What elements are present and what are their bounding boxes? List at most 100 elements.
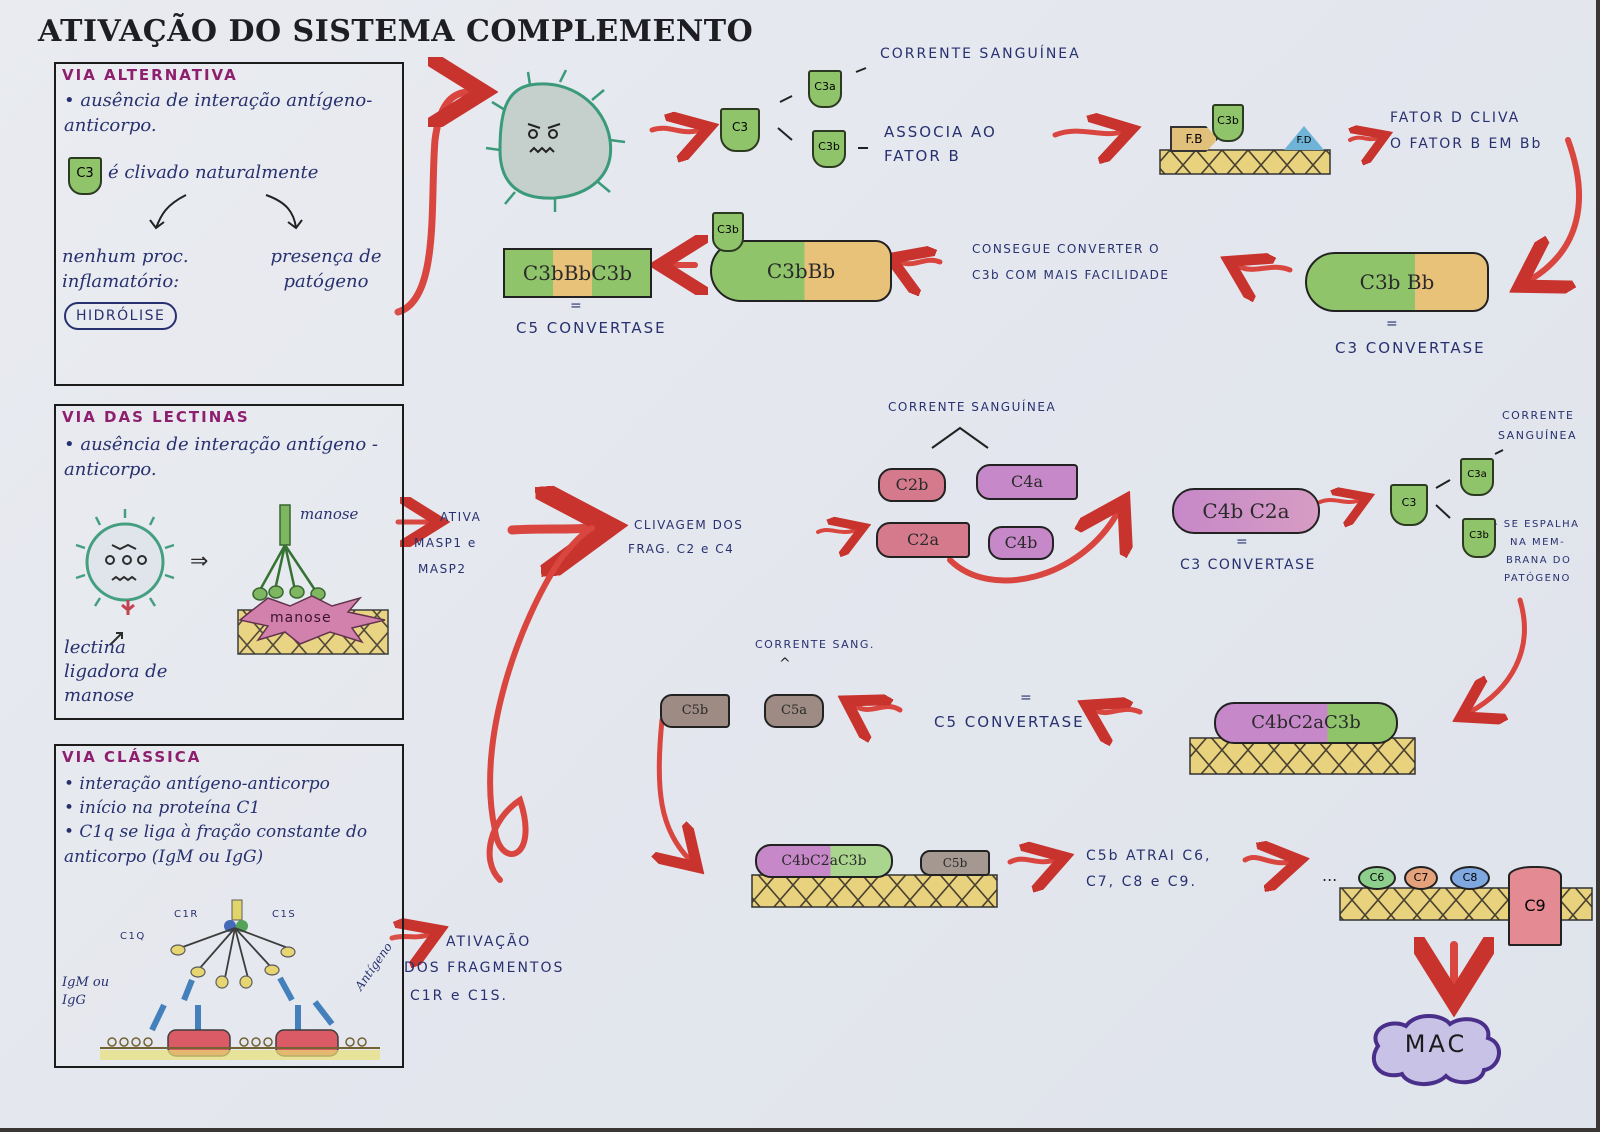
membrane-c5b [751, 874, 998, 908]
manose-membrane-label: manose [270, 610, 332, 626]
c6-protein: C6 [1358, 866, 1396, 890]
c4a-protein: C4a [976, 464, 1078, 500]
factor-b-protein: F.B [1170, 126, 1218, 152]
c8-protein: C8 [1450, 866, 1490, 890]
igm-igg-label: IgM ou IgG [62, 975, 110, 1008]
associa-label-1: ASSOCIA AO [884, 123, 997, 141]
pathogen-drawing [485, 69, 626, 212]
up-arrow-icon: ^ [779, 656, 791, 672]
c3a-protein: C3a [808, 70, 842, 108]
fator-d-label-2: O FATOR B EM Bb [1390, 136, 1543, 152]
manose-label: manose [300, 505, 359, 523]
membrane-alt [1159, 149, 1331, 175]
equals-sign: = [1386, 316, 1400, 332]
espalha-2: NA MEM- [1510, 537, 1566, 548]
c4bc2a-complex: C4b C2a [1172, 488, 1320, 534]
atrai-label-2: C7, C8 e C9. [1086, 874, 1197, 890]
espalha-4: PATÓGENO [1504, 573, 1571, 584]
mannose-binding-lectin-drawing [238, 504, 386, 645]
membrane-c5conv [1189, 737, 1416, 775]
c9-pore: C9 [1508, 866, 1562, 946]
classical-bullet-1: • interação antígeno-anticorpo [64, 774, 330, 794]
classical-pathway-box: VIA CLÁSSICA • interação antígeno-antico… [54, 744, 404, 1068]
equals-sign-c5: = [1020, 690, 1034, 706]
hidrolise-badge: HIDRÓLISE [64, 302, 178, 330]
page-title: ATIVAÇÃO DO SISTEMA COMPLEMENTO [38, 14, 754, 49]
arrow-alt-to-pathogen [394, 92, 470, 316]
arrow-consegue-left [900, 260, 943, 263]
c2b-protein: C2b [878, 468, 946, 502]
arrow-c2a-c4b-join [947, 512, 1118, 584]
antigeno-label: Antígeno [352, 939, 395, 993]
c2a-protein: C2a [876, 522, 970, 558]
c5b-on-membrane: C5b [920, 850, 990, 876]
split-lines-alt [777, 67, 868, 149]
c1r-label: C1R [174, 909, 199, 920]
atrai-label-1: C5b ATRAI C6, [1086, 848, 1212, 864]
c1s-label: C1S [272, 909, 297, 920]
c3bbb-complex: C3bBb [710, 240, 892, 302]
split-lines-lectin [931, 426, 1504, 519]
alternative-pathway-box: VIA ALTERNATIVA • ausência de interação … [54, 62, 404, 386]
c3b-on-membrane: C3b [1212, 104, 1244, 142]
c3-protein: C3 [720, 108, 760, 152]
classical-bullet-3: • C1q se liga à fração constante do anti… [64, 822, 368, 867]
c5-convertase-label: C5 CONVERTASE [934, 713, 1085, 731]
arrow-pathogen-to-c3 [649, 128, 700, 131]
arrow-to-atrai [1007, 859, 1055, 862]
arrow-to-fator-d [1348, 138, 1378, 140]
corrente-sanguinea-label: CORRENTE SANGUÍNEA [880, 46, 1081, 62]
ativacao-label-2: DOS FRAGMENTOS [404, 960, 565, 976]
arrow-classical-up [486, 525, 595, 883]
lectin-bullet-1: • ausência de interação antígeno - antic… [64, 434, 378, 480]
associa-label-2: FATOR B [884, 147, 961, 165]
c3b-protein: C3b [812, 130, 846, 168]
corrente-sanguinea-lectin-label: CORRENTE SANGUÍNEA [888, 400, 1057, 414]
c5-convertase-complex-alt: C3bBbC3b [503, 248, 652, 298]
c3-convertase-complex: C3b Bb [1305, 252, 1489, 312]
ativa-label-1: ATIVA [440, 510, 482, 524]
ativacao-label-1: ATIVAÇÃO [446, 934, 532, 950]
equals-sign-lectin: = [1236, 534, 1250, 550]
c3-convertase-label-lectin: C3 CONVERTASE [1180, 557, 1316, 573]
branch-no-inflammation: nenhum proc. inflamatório: [62, 246, 189, 292]
svg-text:⇒: ⇒ [190, 549, 208, 574]
arrow-membrane-to-c5conv [1095, 709, 1143, 712]
branch-arrows-icon [149, 194, 303, 230]
espalha-3: BRANA DO [1506, 555, 1572, 566]
lectina-label: lectina ligadora de manose [64, 637, 168, 706]
equals-sign-c5-alt: = [570, 298, 584, 314]
c3-convertase-label: C3 CONVERTASE [1335, 339, 1486, 357]
c4b-protein: C4b [988, 526, 1054, 560]
c5-convertase-complex-lectin: C4bC2aC3b [1214, 702, 1398, 744]
lectin-pathway-heading: VIA DAS LECTINAS [62, 408, 250, 426]
arrow-to-mac-membrane [1242, 857, 1290, 862]
arrow-c3conv-left [1238, 266, 1293, 270]
c7-protein: C7 [1404, 866, 1438, 890]
c3-protein-lectin: C3 [1390, 484, 1428, 526]
c1-complex-drawing [100, 899, 380, 1060]
arrow-espalha-down [1470, 597, 1527, 712]
c3a-protein-lectin: C3a [1460, 458, 1494, 496]
alternative-bullet-2: é clivado naturalmente [108, 162, 319, 183]
c5-convertase-on-membrane: C4bC2aC3b [755, 844, 893, 878]
classical-pathway-heading: VIA CLÁSSICA [62, 748, 202, 766]
arrow-clivagem-to-frags [816, 530, 856, 532]
lectin-pathway-box: VIA DAS LECTINAS • ausência de interação… [54, 404, 404, 720]
c5b-protein: C5b [660, 694, 730, 728]
ellipsis: ... [1322, 866, 1338, 885]
mac-cloud-shape [1371, 1014, 1501, 1086]
arrow-masp-to-clivagem [507, 528, 592, 530]
arrow-c3b-to-membrane [1052, 131, 1122, 135]
clivagem-label-1: CLIVAGEM DOS [634, 518, 744, 532]
alternative-pathway-heading: VIA ALTERNATIVA [62, 66, 238, 84]
mac-label: MAC [1404, 1030, 1468, 1058]
clivagem-label-2: FRAG. C2 e C4 [628, 542, 735, 556]
arrow-classical-box-out [389, 934, 430, 938]
c3b-protein-lectin: C3b [1462, 518, 1496, 558]
arrow-c3conv-to-c3 [1318, 500, 1360, 502]
branch-pathogen-presence: presença de patógeno [270, 246, 382, 292]
arrow-c5conv-to-c5 [855, 706, 903, 710]
alternative-bullet-1: • ausência de interação antígeno-anticor… [64, 90, 373, 136]
